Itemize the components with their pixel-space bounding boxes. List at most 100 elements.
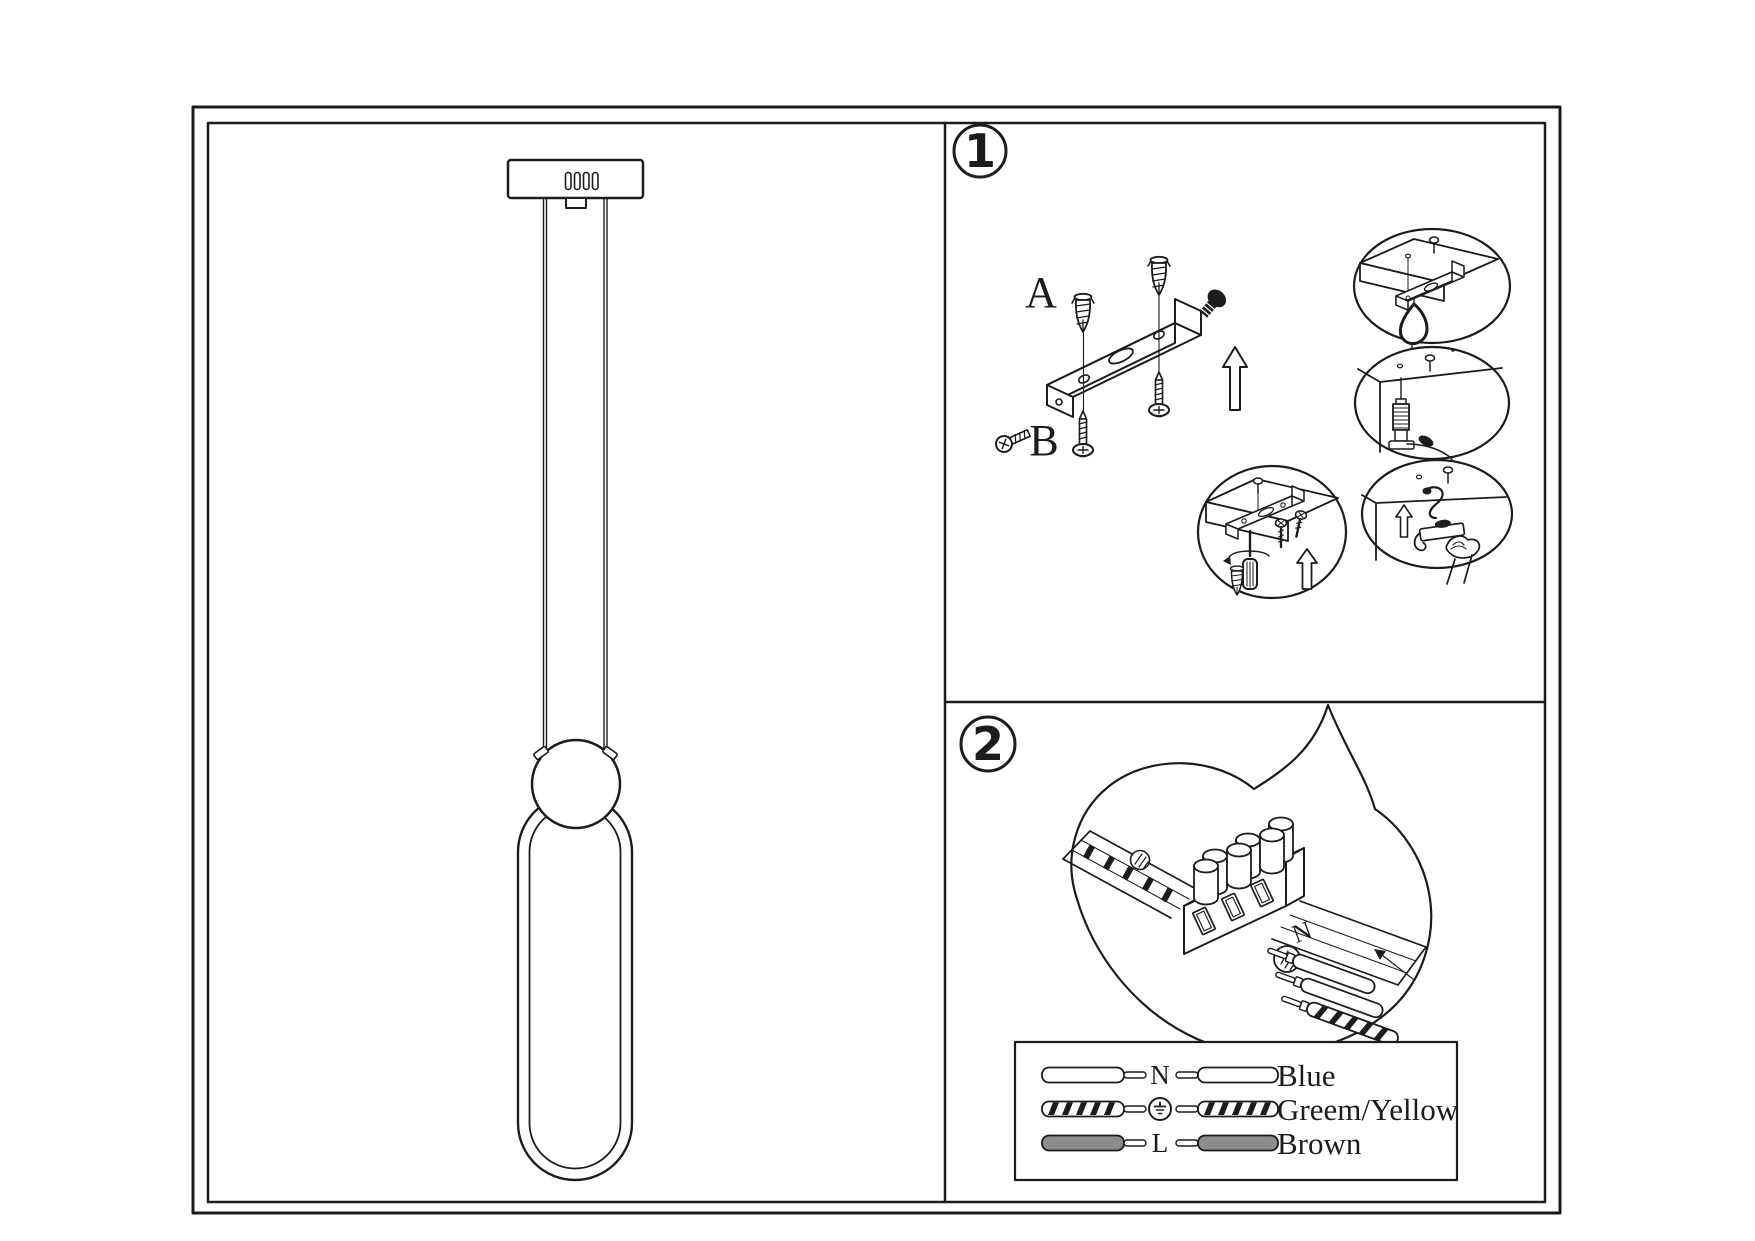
step2-panel: 2 [959, 703, 1459, 1182]
clamp-window-inner [1225, 896, 1241, 918]
hook-base [1422, 487, 1432, 495]
cord-connector-left [533, 745, 549, 761]
bar-hook-end [1413, 532, 1427, 552]
insert-direction-line [1381, 954, 1414, 980]
mounting-screw-left [1072, 410, 1094, 458]
ceiling-screw-icon [1424, 354, 1436, 372]
ceiling-hook [1423, 486, 1444, 520]
stripe [1141, 876, 1155, 892]
terminal-screw-top [1226, 842, 1252, 858]
vent-slot [582, 171, 590, 191]
clamp-window-inner [1254, 882, 1270, 904]
small-screw-upright [1274, 518, 1288, 549]
earth-glyph-top [1153, 1101, 1167, 1108]
anchor-wings [1147, 260, 1171, 267]
earth-ground-icon [1148, 1097, 1172, 1121]
grip-lower-block [1394, 429, 1408, 442]
wire-left [1041, 1066, 1125, 1084]
wall-anchor-left [1071, 292, 1095, 333]
insert-direction-arrowhead [1374, 949, 1386, 960]
wire-color-name: Brown [1277, 1126, 1362, 1161]
screw-threads [1277, 529, 1285, 543]
screw-tip [1154, 371, 1164, 381]
wire-color-name: Greem/Yellow [1277, 1092, 1459, 1127]
step1-number: 1 [964, 124, 996, 178]
outer-border [191, 105, 1562, 1215]
phillips-slot [998, 438, 1010, 450]
ceiling-corner-lines [1361, 494, 1507, 561]
wire-left [1041, 1134, 1125, 1152]
part-label-b: B [1029, 416, 1058, 465]
wire-insulation [1300, 977, 1384, 1019]
bracket-oval-slot [1108, 347, 1134, 365]
suspension-cord-right [603, 197, 608, 751]
earth-stripes [1048, 1102, 1115, 1115]
anchor-ribs [1075, 303, 1091, 325]
rotation-arrowhead [1223, 556, 1231, 565]
machine-screw-b [995, 429, 1031, 453]
wire-tip-right [1175, 1105, 1199, 1113]
bracket-end-cap [1046, 384, 1074, 418]
part-label-a: A [1025, 268, 1057, 317]
terminal-screw-body [1193, 865, 1219, 906]
wire-tip-left [1123, 1071, 1147, 1079]
earth-stripes [1204, 1102, 1271, 1115]
screw-head [1428, 236, 1440, 244]
detail-circle [1353, 345, 1511, 461]
wire-right [1197, 1134, 1279, 1152]
screw-threads [1154, 382, 1164, 401]
detail-bubble-bracket-hook [1352, 227, 1512, 353]
stripe [1082, 844, 1096, 860]
block-right-face [1285, 847, 1305, 907]
terminal-screw-top [1259, 827, 1285, 843]
cable-left-segment [1062, 830, 1199, 919]
vent-slot [573, 171, 581, 191]
terminal-screw-body [1226, 849, 1252, 890]
terminal-screw-top [1193, 858, 1219, 874]
stripped-wire-live [1275, 971, 1384, 1019]
mounting-screw-right [1148, 371, 1170, 418]
connector-body [533, 745, 549, 761]
earth-stripes [1313, 1005, 1389, 1041]
detail-circle [1360, 458, 1514, 570]
pendant-lamp-drawing [506, 158, 645, 1182]
wire-color-name: Blue [1277, 1058, 1336, 1093]
step1-panel: 1 A B [952, 123, 1514, 600]
terminal-block [1183, 816, 1305, 955]
grip-foot [1388, 440, 1415, 450]
anchor-body [1230, 570, 1244, 596]
earth-symbol-mark [1129, 849, 1151, 871]
screw-head-slot [1153, 405, 1165, 415]
hand-icon [1445, 535, 1481, 585]
small-screw-upright [1294, 510, 1308, 538]
screw-threads [1078, 421, 1088, 440]
ceiling-canopy [506, 158, 645, 200]
wire-tip-left [1123, 1105, 1147, 1113]
earth-circle [1148, 1097, 1172, 1121]
legend-row-live: L Brown [1041, 1126, 1362, 1161]
stripped-wire-neutral [1267, 947, 1376, 995]
up-arrow-icon [1395, 504, 1413, 538]
alignment-guide-lines [1082, 294, 1160, 412]
ceiling-screw-icon [1442, 466, 1454, 484]
wire-tip-left [1123, 1139, 1147, 1147]
bracket-hole [1405, 295, 1411, 301]
bracket-oval-slot [1423, 282, 1439, 292]
detail-bubble-hook-hand [1360, 458, 1514, 585]
detail-bubble-cord-grip [1353, 345, 1511, 467]
hanger-bar [1413, 519, 1466, 552]
connector-body [602, 745, 618, 761]
wire-insulation [1292, 953, 1376, 995]
bracket-oval-slot [1257, 506, 1275, 518]
up-arrow-icon [1222, 346, 1248, 411]
legend-row-earth: Greem/Yellow [1041, 1092, 1459, 1127]
ceiling-screw-icon [1428, 236, 1440, 254]
inner-border [206, 121, 1547, 1204]
terminal-screw-body [1259, 834, 1285, 875]
earth-wire-stripes [1082, 844, 1174, 903]
phillips-slot [1277, 520, 1285, 526]
vent-slot [591, 171, 599, 191]
earth-hatch [1134, 853, 1149, 870]
detail-bubble-screwdriver [1196, 464, 1348, 600]
